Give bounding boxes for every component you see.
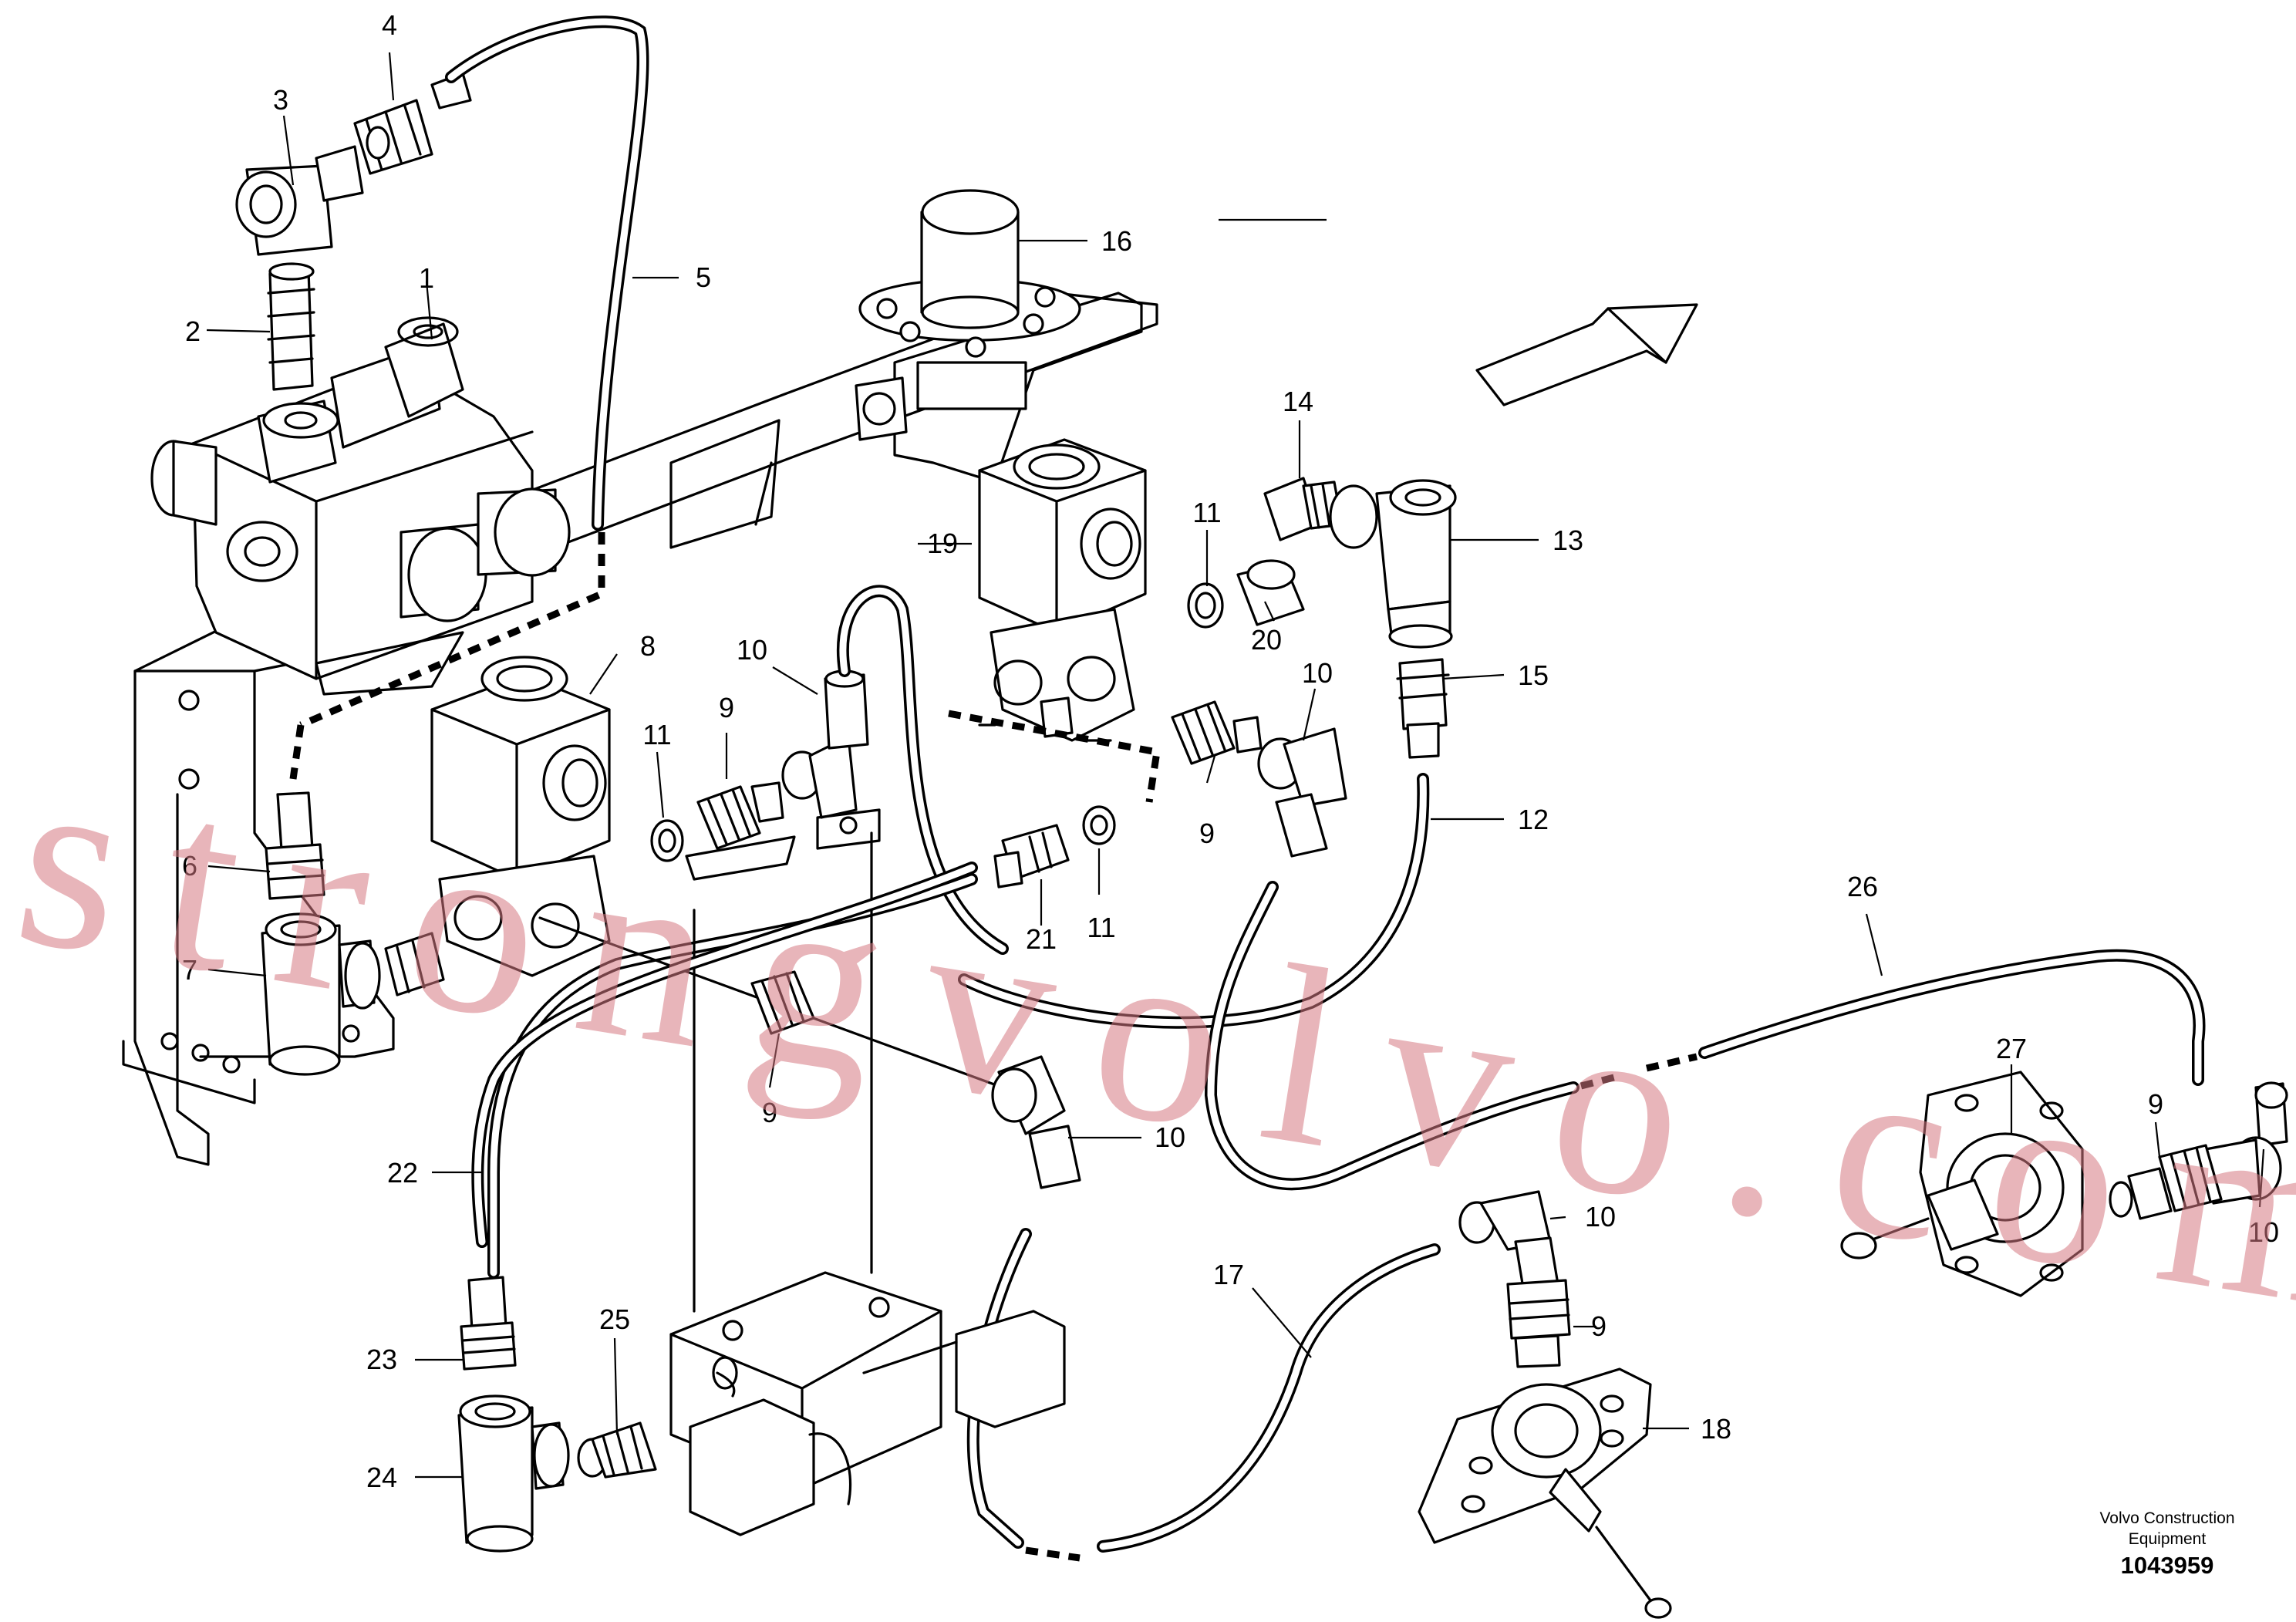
label-4: 4 (382, 9, 397, 41)
fittings-top-left (235, 15, 649, 729)
drawing-number: 1043959 (2120, 1552, 2214, 1579)
label-2: 2 (185, 315, 201, 347)
brand-line-2: Equipment (2128, 1530, 2207, 1548)
label-27: 27 (1996, 1033, 2027, 1064)
label-16: 16 (1101, 225, 1132, 257)
label-8: 8 (640, 630, 656, 662)
valve-block-1 (150, 316, 571, 680)
label-14: 14 (1283, 386, 1313, 417)
fittings-middle (650, 585, 1009, 955)
label-12: 12 (1518, 804, 1549, 835)
label-13: 13 (1553, 524, 1583, 556)
label-9-d: 9 (1591, 1310, 1607, 1342)
label-9-c: 9 (762, 1097, 777, 1128)
label-21: 21 (1026, 923, 1057, 955)
direction-arrow (1475, 303, 1698, 406)
label-10-e: 10 (2248, 1216, 2279, 1248)
brand-line-1: Volvo Construction (2099, 1509, 2235, 1527)
label-19: 19 (927, 528, 958, 559)
fittings-lower-middle (538, 916, 1081, 1562)
solenoid-valve-8 (289, 631, 611, 977)
diaphragm-27 (1645, 949, 2288, 1297)
label-17: 17 (1213, 1259, 1244, 1290)
lower-valve-assembly (669, 831, 1066, 1536)
brand-caption: Volvo Construction Equipment (2052, 1508, 2283, 1549)
label-5: 5 (696, 261, 711, 293)
diaphragm-18 (1097, 1190, 1672, 1619)
pilot-valve-16 (855, 189, 1143, 484)
leader-lines (206, 52, 2265, 1479)
label-11-a: 11 (642, 719, 671, 750)
label-6: 6 (182, 850, 197, 882)
solenoid-valve-19 (948, 438, 1161, 803)
label-10-a: 10 (737, 634, 767, 666)
fittings-right-middle (1171, 700, 1621, 1191)
label-18: 18 (1701, 1413, 1731, 1445)
label-10-c: 10 (1155, 1121, 1185, 1153)
label-20: 20 (1251, 624, 1282, 656)
label-9-b: 9 (1199, 818, 1215, 849)
label-10-d: 10 (1585, 1201, 1616, 1233)
label-24: 24 (366, 1462, 397, 1493)
label-11-b: 11 (1192, 497, 1221, 528)
label-23: 23 (366, 1344, 397, 1375)
fittings-bottom-left (457, 862, 978, 1553)
fittings-right-upper (958, 218, 1457, 1029)
label-22: 22 (387, 1157, 418, 1189)
label-15: 15 (1518, 659, 1549, 691)
label-25: 25 (599, 1303, 630, 1335)
label-9-e: 9 (2148, 1088, 2163, 1120)
label-1: 1 (419, 262, 434, 294)
label-7: 7 (182, 954, 197, 986)
label-10-b: 10 (1302, 657, 1333, 689)
part-labels: 1 2 3 4 5 6 7 8 9 9 9 9 9 10 10 10 10 10… (182, 9, 2279, 1493)
label-3: 3 (273, 84, 288, 116)
label-26: 26 (1847, 871, 1878, 902)
fittings-left (261, 791, 445, 1076)
label-9-a: 9 (719, 692, 734, 723)
label-11-c: 11 (1087, 912, 1115, 943)
plug-20-washer-11 (1187, 559, 1305, 629)
